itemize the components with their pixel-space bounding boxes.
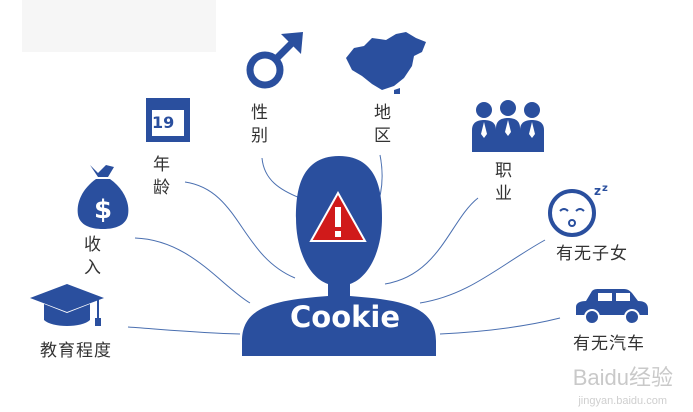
graduation-cap-icon — [30, 284, 104, 326]
svg-text:$: $ — [94, 195, 112, 225]
svg-text:z: z — [602, 183, 608, 194]
money-bag-icon: $ — [77, 165, 129, 229]
label-education: 教育程度 — [40, 341, 112, 361]
calendar-day: 19 — [152, 113, 175, 132]
team-icon — [472, 100, 544, 152]
label-income: 收入 — [84, 235, 102, 278]
corner-patch — [22, 0, 216, 52]
link-education — [127, 326, 241, 335]
link-children — [419, 239, 546, 304]
label-occupation: 职业 — [495, 161, 513, 204]
link-car — [439, 317, 561, 335]
link-gender — [261, 157, 301, 199]
label-age: 年龄 — [153, 155, 171, 198]
china-map-icon — [346, 32, 426, 94]
link-age — [184, 181, 296, 279]
car-icon — [576, 289, 648, 325]
link-income — [134, 237, 251, 304]
link-occupation — [384, 197, 479, 285]
label-gender: 性别 — [251, 103, 269, 146]
center-label: Cookie — [289, 300, 401, 334]
svg-text:z: z — [594, 184, 601, 198]
baby-face-icon: z z — [548, 183, 608, 237]
user-silhouette-icon — [242, 156, 436, 356]
label-car: 有无汽车 — [573, 334, 645, 354]
label-region: 地区 — [374, 103, 392, 146]
warning-icon — [309, 191, 367, 242]
label-children: 有无子女 — [556, 244, 628, 264]
watermark-url: jingyan.baidu.com — [578, 395, 667, 407]
male-symbol-icon — [246, 32, 303, 89]
calendar-icon — [146, 98, 190, 142]
watermark-brand: Baidu经验 — [572, 365, 673, 390]
